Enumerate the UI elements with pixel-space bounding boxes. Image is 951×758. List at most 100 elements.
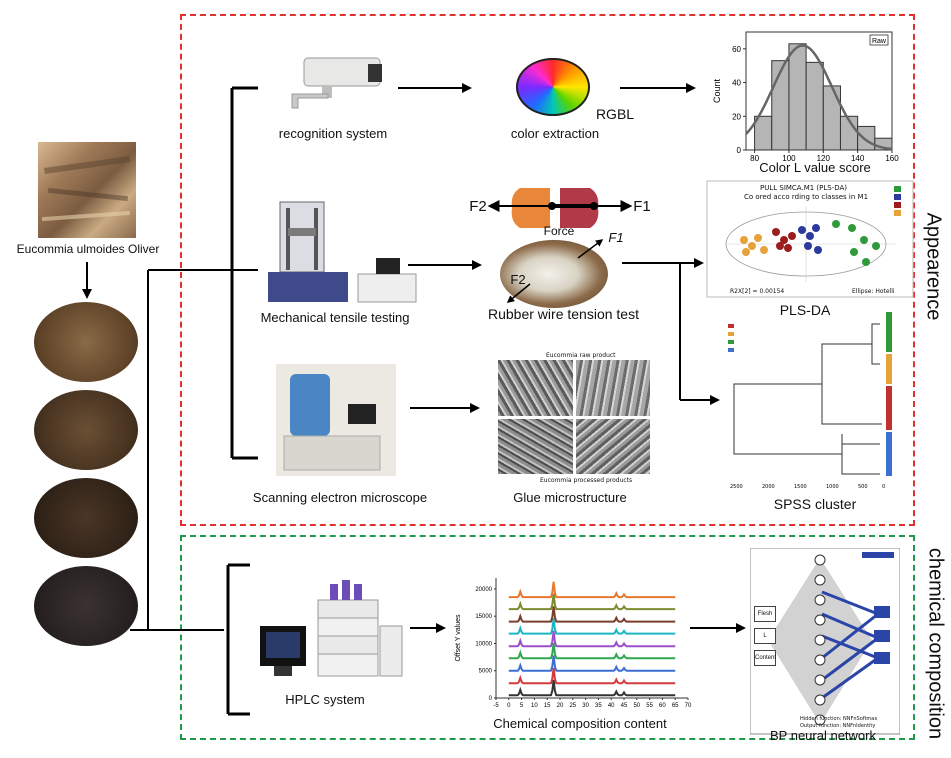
chromatogram-trace <box>508 593 676 611</box>
chromatogram-y-tick-label: 0 <box>489 696 493 702</box>
chromatogram-y-tick-label: 5000 <box>479 669 493 675</box>
histogram-y-tick-label: 20 <box>732 112 741 121</box>
rubber-label: Rubber wire tension test <box>488 306 639 322</box>
histogram-bar <box>822 85 841 151</box>
rubber-force-arrows <box>506 239 604 303</box>
plsda-subtitle: Co ored acco rding to classes in M1 <box>744 193 869 201</box>
plsda-title: PULL SIMCA.M1 (PLS-DA) <box>760 184 848 192</box>
chromatogram-x-tick-label: 35 <box>595 703 602 709</box>
force-f1: F1 <box>633 198 651 215</box>
sample-disc-2 <box>34 390 138 470</box>
chromatogram-x-tick-label: 10 <box>531 703 538 709</box>
chromatogram-y-tick-label: 10000 <box>475 641 492 647</box>
tensile-machine-icon <box>268 201 417 303</box>
bp-input-3: Content <box>754 650 776 666</box>
histogram-legend-box <box>869 34 889 46</box>
sem-instrument-icon <box>276 364 396 476</box>
chromatogram-x-tick-label: 30 <box>582 703 589 709</box>
chromatogram-trace <box>508 630 676 648</box>
histogram-x-tick-label: 120 <box>817 154 831 163</box>
color-label: color extraction <box>510 126 600 141</box>
chromatogram-x-tick-label: 45 <box>621 703 628 709</box>
plsda-plot <box>706 180 914 298</box>
chromatogram-x-tick-label: 50 <box>633 703 640 709</box>
histogram-bar <box>788 43 807 151</box>
chromatogram-x-tick-label: 65 <box>672 703 679 709</box>
force-diagram <box>487 188 633 228</box>
chromatogram-x-tick-label: 20 <box>557 703 564 709</box>
chromatogram-x-tick-label: -5 <box>493 703 499 709</box>
chromatogram-x-tick-label: 40 <box>608 703 615 709</box>
chemical-frame <box>180 535 915 740</box>
chromatogram-trace <box>508 606 676 623</box>
chromatogram-x-tick-label: 70 <box>685 703 692 709</box>
hplc-instrument-icon <box>260 580 403 677</box>
rubber-wire-photo <box>500 240 608 308</box>
svg-text:1500: 1500 <box>794 484 807 490</box>
chromatogram-label: Chemical composition content <box>493 716 667 731</box>
rubber-f1: F1 <box>608 230 624 245</box>
sem-bottom-caption: Eucommia processed products <box>540 477 633 484</box>
color-wheel-icon <box>516 58 590 116</box>
svg-text:1000: 1000 <box>826 484 839 490</box>
force-label: Force <box>543 224 575 238</box>
chromatogram-x-tick-label: 15 <box>544 703 551 709</box>
sample-disc-3 <box>34 478 138 558</box>
chromatogram-y-tick-label: 15000 <box>475 614 492 620</box>
histogram-y-tick-label: 60 <box>732 45 741 54</box>
histogram-y-tick-label: 0 <box>737 146 742 155</box>
glue-label: Glue microstructure <box>513 490 627 505</box>
bp-label: BP neural network <box>770 728 876 743</box>
histogram-x-tick-label: 160 <box>885 154 899 163</box>
bp-hidden-fn: Hidden function: NNFnSoftmax <box>800 716 878 722</box>
hplc-label: HPLC system <box>285 692 365 707</box>
chromatogram-x-tick-label: 60 <box>659 703 666 709</box>
rubber-f2: F2 <box>510 272 526 287</box>
bp-input-1: Flesh <box>754 606 776 622</box>
sem-label: Scanning electron microscope <box>252 490 428 505</box>
chromatogram-x-tick-label: 25 <box>569 703 576 709</box>
svg-text:2000: 2000 <box>762 484 775 490</box>
histogram-x-tick-label: 100 <box>782 154 796 163</box>
chromatogram-y-axis-label: Offset Y values <box>455 614 462 662</box>
spss-label: SPSS cluster <box>773 496 857 512</box>
histogram-y-tick-label: 40 <box>732 79 741 88</box>
chromatogram-trace <box>508 618 676 635</box>
histogram-label: Color L value score <box>759 160 871 175</box>
rgbl-label: RGBL <box>595 106 635 122</box>
histogram-bar <box>805 61 824 151</box>
chromatogram-trace <box>508 679 676 697</box>
histogram-x-tick-label: 140 <box>851 154 865 163</box>
chromatogram-y-tick-label: 20000 <box>475 587 492 593</box>
camera-icon <box>291 57 382 109</box>
force-f2: F2 <box>469 198 487 215</box>
tensile-label: Mechanical tensile testing <box>260 310 410 325</box>
sample-disc-1 <box>34 302 138 382</box>
svg-text:0: 0 <box>882 484 885 490</box>
camera-label: recognition system <box>278 126 388 141</box>
svg-text:500: 500 <box>858 484 868 490</box>
histogram-y-axis-label: Count <box>712 79 722 104</box>
sample-title: Eucommia ulmoides Oliver <box>16 242 160 256</box>
chromatogram-trace <box>508 581 676 599</box>
histogram-legend-label: Raw <box>872 38 887 45</box>
chromatogram-x-tick-label: 55 <box>646 703 653 709</box>
sample-disc-4 <box>34 566 138 646</box>
sem-top-caption: Eucommia raw product <box>546 352 616 359</box>
histogram-density-curve <box>745 44 893 151</box>
chromatogram-trace <box>508 655 676 672</box>
histogram-bar <box>857 125 876 151</box>
plsda-label: PLS-DA <box>779 302 831 318</box>
plsda-ellipse: Ellipse: Hotelli <box>852 288 895 295</box>
bp-output-fn: Output function: NNFnIdentity <box>800 723 876 729</box>
sem-micrographs <box>498 360 650 474</box>
bp-input-2: L <box>754 628 776 644</box>
plsda-footer: R2X[2] = 0.00154 <box>730 288 785 295</box>
chromatogram-x-tick-label: 0 <box>507 703 511 709</box>
chromatogram-trace <box>508 642 676 660</box>
bark-photo <box>38 142 136 238</box>
